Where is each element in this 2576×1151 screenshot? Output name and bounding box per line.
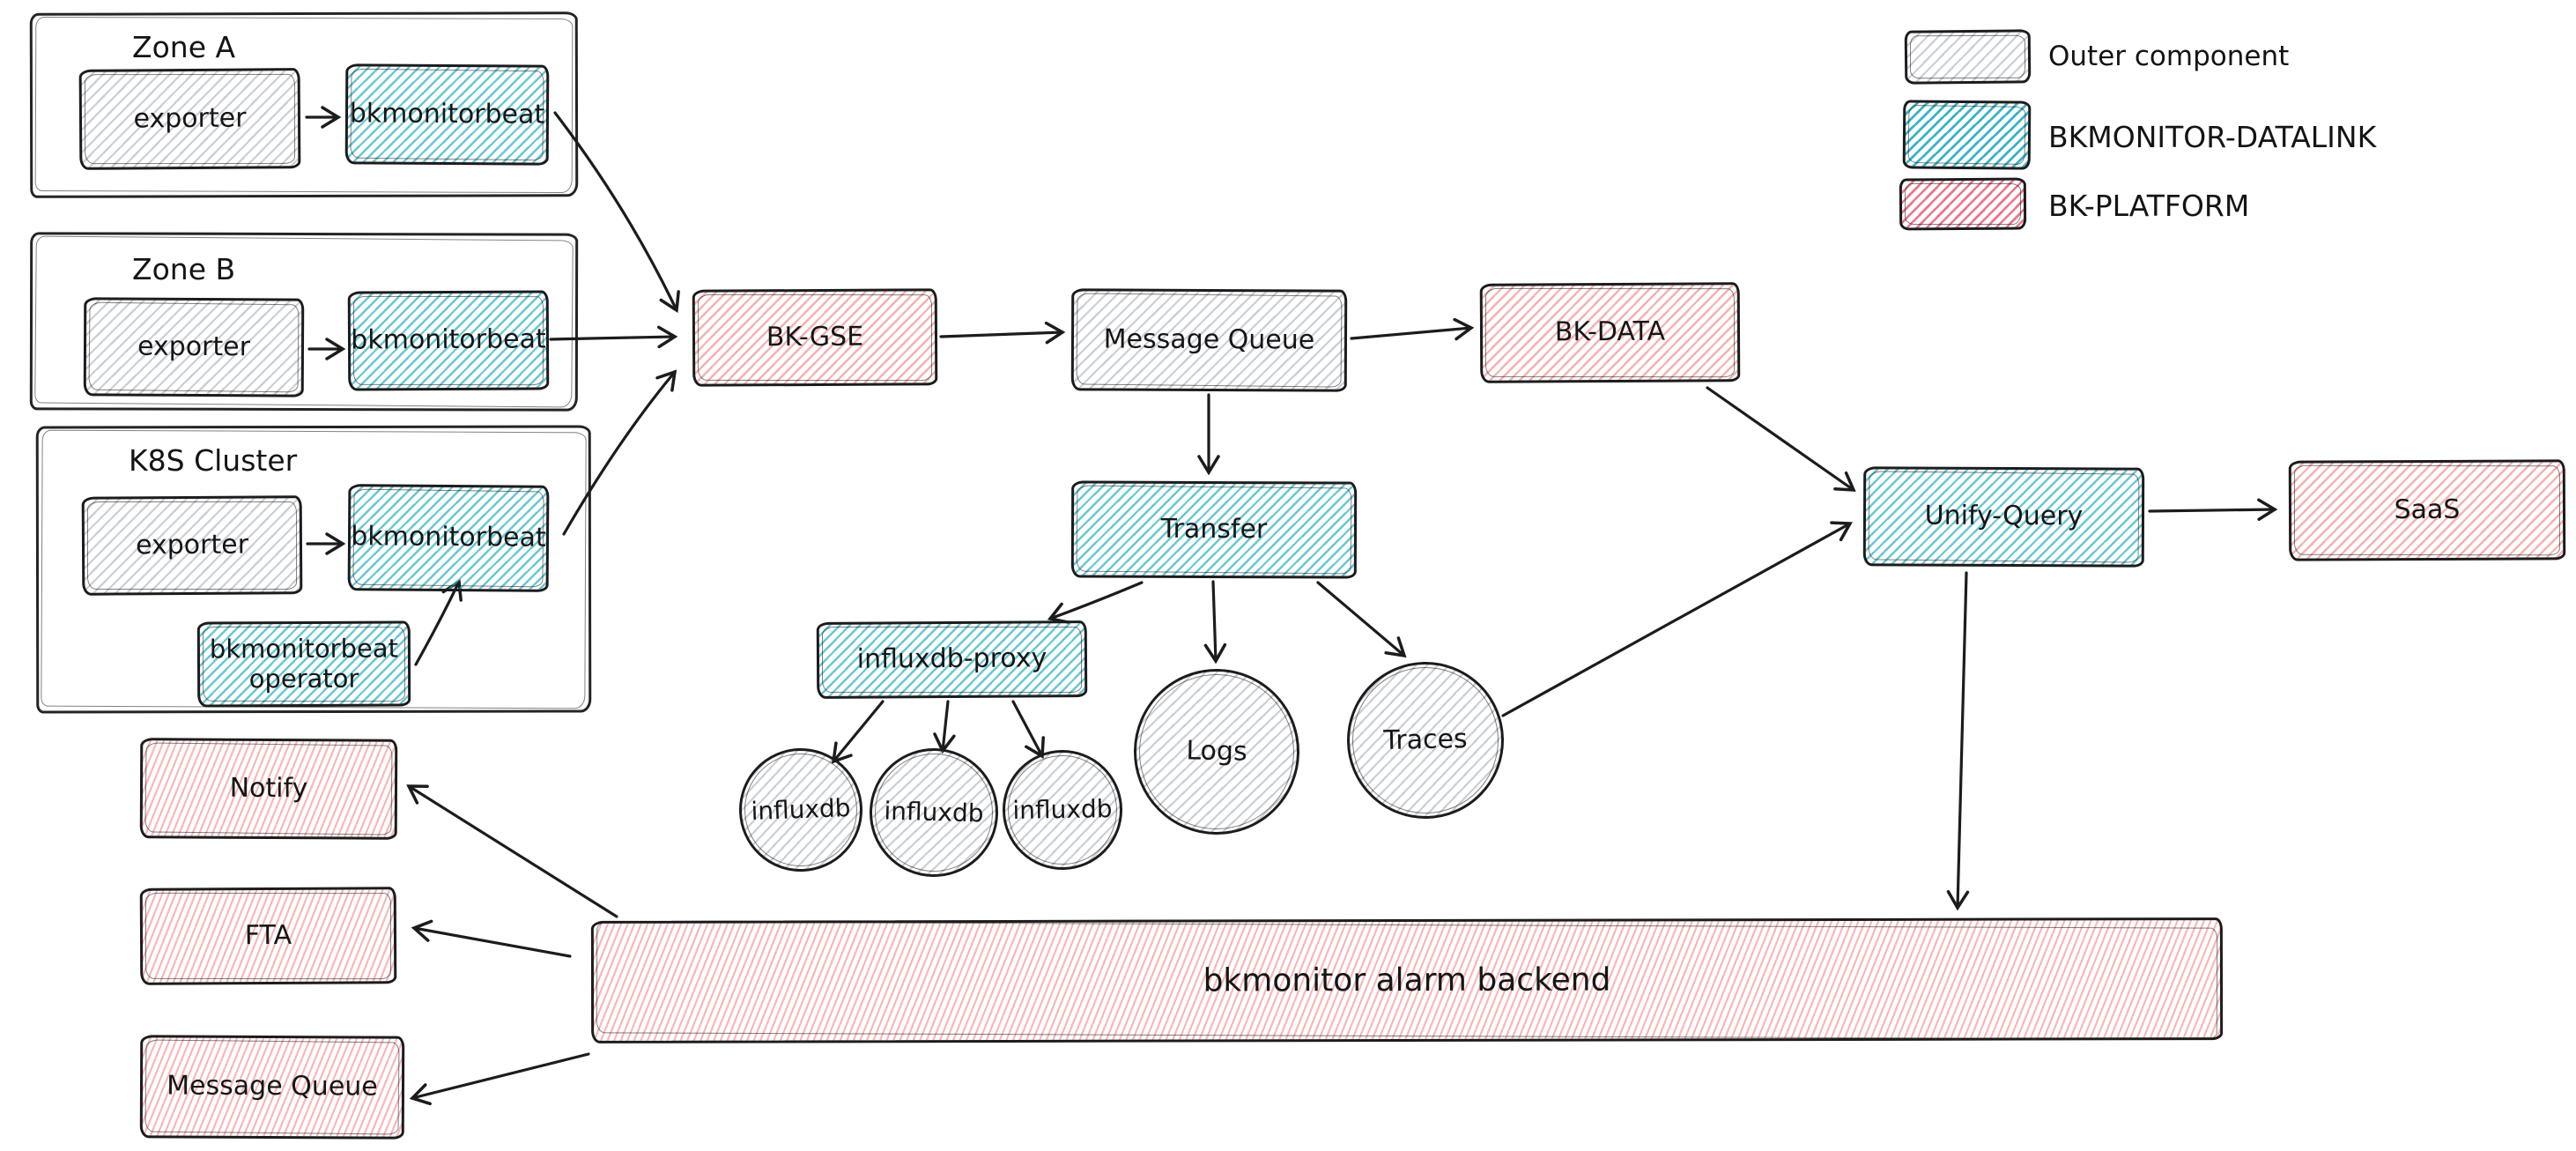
node-label: exporter [137, 330, 251, 363]
legend-label-bk-platform: BK-PLATFORM [2048, 189, 2250, 223]
node-label: influxdb [1012, 793, 1113, 825]
arrow-bk-data-to-unify-query [1706, 386, 1856, 492]
legend-label-bkmonitor-datalink: BKMONITOR-DATALINK [2048, 120, 2377, 154]
node-influxdb-2: influxdb [868, 746, 1000, 879]
node-exporter-k8s: exporter [81, 495, 303, 596]
node-label: Unify-Query [1924, 500, 2084, 532]
arrow-bk-gse-to-message-queue [939, 321, 1066, 345]
node-label: Traces [1383, 723, 1468, 756]
node-label: influxdb [884, 796, 984, 828]
node-label: exporter [133, 102, 247, 135]
node-label: SaaS [2394, 494, 2461, 525]
node-label: bkmonitorbeat [351, 521, 546, 554]
group-zone-a-label: Zone A [132, 30, 236, 64]
arrow-transfer-to-influxdb-proxy [1047, 581, 1144, 624]
legend-swatch-outer-component [1904, 29, 2032, 85]
node-logs: Logs [1132, 667, 1301, 836]
node-label: exporter [135, 529, 249, 561]
node-transfer: Transfer [1070, 480, 1358, 579]
node-unify-query: Unify-Query [1862, 466, 2145, 568]
node-label: Logs [1186, 735, 1247, 768]
arrow-alarm-backend-to-notify [406, 784, 618, 918]
arrow-transfer-to-traces [1316, 581, 1407, 658]
node-label: influxdb [750, 792, 852, 826]
node-influxdb-3: influxdb [1001, 748, 1124, 872]
arrow-alarm-backend-to-message-queue [409, 1052, 590, 1106]
node-message-queue: Message Queue [1070, 288, 1348, 392]
node-bkmonitorbeat-zone-a: bkmonitorbeat [344, 63, 550, 166]
node-label: Message Queue [167, 1070, 378, 1103]
node-label: Notify [229, 772, 308, 804]
node-label: Message Queue [1103, 323, 1315, 356]
node-label: BK-GSE [766, 321, 864, 353]
group-k8s-cluster-label: K8S Cluster [129, 443, 298, 478]
arrow-unify-query-to-alarm-backend [1946, 571, 1970, 911]
node-bkmonitor-alarm-backend: bkmonitor alarm backend [590, 917, 2224, 1043]
node-exporter-zone-b: exporter [83, 297, 305, 397]
node-label: bkmonitorbeat [349, 98, 545, 130]
node-bkmonitorbeat-zone-b: bkmonitorbeat [347, 290, 550, 391]
node-bk-gse: BK-GSE [692, 288, 938, 387]
legend-label-outer-component: Outer component [2048, 41, 2290, 72]
arrow-traces-to-unify-query [1501, 521, 1853, 717]
node-bkmonitorbeat-operator: bkmonitorbeat operator [196, 620, 411, 708]
node-label: BK-DATA [1554, 316, 1666, 348]
node-label: Transfer [1160, 513, 1268, 545]
node-label: FTA [244, 919, 292, 951]
legend-swatch-bkmonitor-datalink [1902, 100, 2032, 170]
node-influxdb-1: influxdb [737, 746, 865, 874]
node-fta: FTA [139, 887, 397, 985]
arrow-message-queue-to-bk-data [1350, 317, 1475, 341]
node-bk-data: BK-DATA [1479, 282, 1741, 383]
arrow-unify-query-to-saas [2148, 498, 2278, 522]
arrow-transfer-to-logs [1203, 580, 1227, 665]
node-label: bkmonitorbeat [351, 323, 546, 356]
node-label: bkmonitor alarm backend [1203, 962, 1611, 999]
node-alarm-message-queue: Message Queue [139, 1035, 405, 1140]
node-exporter-zone-a: exporter [78, 68, 301, 170]
node-traces: Traces [1345, 660, 1506, 821]
node-bkmonitorbeat-k8s: bkmonitorbeat [347, 484, 550, 592]
node-notify: Notify [139, 738, 398, 840]
node-label: influxdb-proxy [856, 642, 1047, 675]
arrow-proxy-to-influxdb-1 [831, 700, 885, 764]
node-label: bkmonitorbeat operator [209, 633, 399, 694]
node-influxdb-proxy: influxdb-proxy [816, 620, 1088, 699]
arrow-alarm-backend-to-fta [411, 919, 572, 958]
node-saas: SaaS [2288, 459, 2566, 561]
legend-swatch-bk-platform [1899, 177, 2027, 231]
arrow-proxy-to-influxdb-3 [1011, 700, 1046, 759]
arrow-proxy-to-influxdb-2 [933, 700, 956, 754]
group-zone-b-label: Zone B [132, 252, 236, 286]
